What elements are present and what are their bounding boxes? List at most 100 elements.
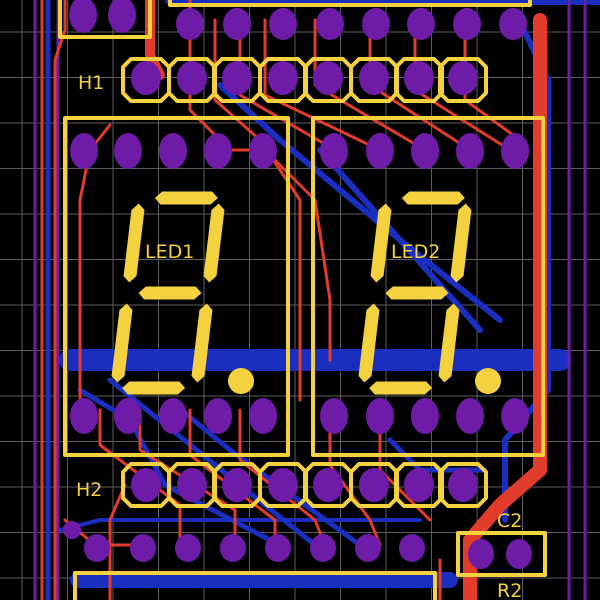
pad — [223, 8, 251, 40]
c2-outline — [456, 531, 547, 577]
led1-segment-g — [138, 286, 202, 300]
led2-segment-b — [450, 203, 472, 283]
c2-pad — [506, 539, 532, 569]
led1-pad — [70, 398, 98, 434]
led2-segment-a — [401, 191, 465, 205]
led2-segment-d — [369, 381, 433, 395]
pad — [407, 8, 435, 40]
led2-pad — [456, 133, 484, 169]
silkscreen-layer — [58, 0, 547, 600]
trace-red-4 — [263, 18, 382, 152]
h2-header-outline — [121, 462, 488, 508]
h1-pad — [404, 61, 434, 95]
pad — [176, 8, 204, 40]
pad — [108, 0, 136, 33]
pad — [310, 534, 336, 562]
led1-digit — [111, 191, 254, 395]
led1-segment-dp — [228, 368, 254, 394]
h1-pad — [268, 61, 298, 95]
trace-red-9 — [78, 123, 112, 412]
pad — [453, 8, 481, 40]
pad — [362, 8, 390, 40]
pad — [130, 534, 156, 562]
led2-pad — [411, 398, 439, 434]
trace-red-3 — [238, 18, 337, 152]
led2-pad — [411, 133, 439, 169]
led2-segment-dp — [475, 368, 501, 394]
led1-pad — [204, 133, 232, 169]
pad — [316, 8, 344, 40]
led2-pad — [366, 133, 394, 169]
h2-pad — [404, 468, 434, 502]
h2-pad — [177, 468, 207, 502]
r2-designator: R2 — [497, 580, 522, 600]
trace-blue-diag-3 — [77, 387, 273, 543]
led2-designator: LED2 — [391, 241, 440, 263]
component-outline-top-left — [58, 0, 152, 39]
c2-pad — [468, 539, 494, 569]
led2-pad — [320, 133, 348, 169]
h2-pad — [268, 468, 298, 502]
led2-pad — [456, 398, 484, 434]
led1-pad — [204, 398, 232, 434]
h2-pad — [222, 468, 252, 502]
h2-pad — [448, 468, 478, 502]
pad — [499, 8, 527, 40]
led1-segment-a — [154, 191, 218, 205]
pads-layer — [63, 0, 532, 569]
led2-segment-f — [370, 203, 392, 283]
purple-traces — [33, 0, 587, 600]
h2-pad — [359, 468, 389, 502]
led1-designator: LED1 — [145, 241, 194, 263]
pad — [265, 534, 291, 562]
led1-segment-b — [203, 203, 225, 283]
trace-blue-diag-5 — [172, 402, 363, 548]
h1-pad — [313, 61, 343, 95]
h1-header-outline — [121, 57, 488, 103]
trace-red-17 — [263, 148, 332, 362]
led1-pad — [114, 398, 142, 434]
pad — [69, 0, 97, 33]
led1-pad — [159, 133, 187, 169]
led1-segment-f — [123, 203, 145, 283]
led1-segment-d — [122, 381, 186, 395]
component-outline-top-strip — [168, 0, 532, 7]
trace-blue-diag-1 — [217, 82, 503, 323]
led2-pad — [501, 398, 529, 434]
c2-designator: C2 — [497, 510, 522, 532]
led2-segment-g — [385, 286, 449, 300]
trace-blue-diag-2 — [317, 147, 483, 333]
led1-pad — [159, 398, 187, 434]
led1-pad — [114, 133, 142, 169]
component-outline-bottom — [73, 571, 437, 600]
led2-pad — [366, 398, 394, 434]
h1-designator: H1 — [78, 72, 104, 94]
led2-pad — [320, 398, 348, 434]
led1-outline — [63, 116, 290, 457]
h1-pad — [131, 61, 161, 95]
led1-segment-e — [111, 303, 133, 383]
led1-pad — [249, 133, 277, 169]
pad — [220, 534, 246, 562]
h1-pad — [359, 61, 389, 95]
via — [63, 521, 81, 539]
pad — [84, 534, 110, 562]
led2-segment-c — [438, 303, 460, 383]
h1-pad — [177, 61, 207, 95]
pad — [269, 8, 297, 40]
trace-red-left-2 — [53, 0, 67, 600]
h2-pad — [131, 468, 161, 502]
led2-digit — [358, 191, 501, 395]
pad — [399, 534, 425, 562]
silkscreen-labels: H1 H2 LED1 LED2 C2 R2 — [76, 72, 522, 600]
h2-pad — [313, 468, 343, 502]
pad — [175, 534, 201, 562]
h1-pad — [222, 61, 252, 95]
led2-pad — [501, 133, 529, 169]
led2-segment-e — [358, 303, 380, 383]
h2-designator: H2 — [76, 479, 102, 501]
pad — [355, 534, 381, 562]
led1-pad — [249, 398, 277, 434]
